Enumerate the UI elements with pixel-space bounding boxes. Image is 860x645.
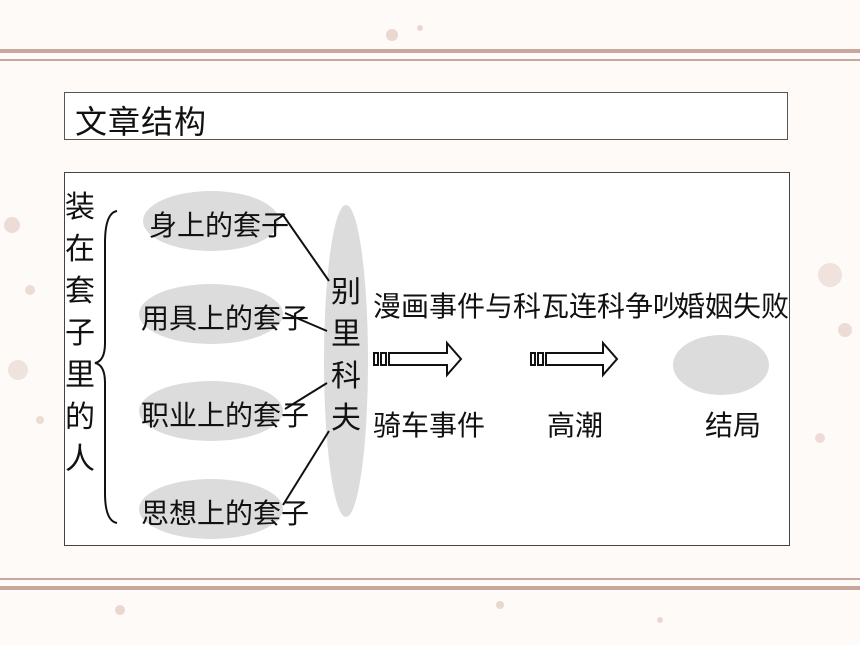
top-divider-thin xyxy=(0,59,860,61)
connector-1 xyxy=(282,214,330,282)
diagram-graphics xyxy=(94,191,769,539)
bottom-divider-thin xyxy=(0,578,860,580)
event-top-2: 与科瓦连科争吵 xyxy=(485,290,682,323)
bottom-divider xyxy=(0,586,860,590)
item-oval-1 xyxy=(143,191,279,251)
connector-2 xyxy=(284,312,328,332)
outcome-oval xyxy=(673,335,769,395)
title-box: 文章结构 xyxy=(64,92,788,141)
center-label: 别里科夫 xyxy=(331,275,361,436)
event-bottom-2: 高潮 xyxy=(547,409,604,442)
event-top-1: 漫画事件 xyxy=(373,290,486,323)
event-bottom-3: 结局 xyxy=(705,409,762,442)
page-title: 文章结构 xyxy=(75,103,208,141)
item-label-1: 身上的套子 xyxy=(149,209,290,242)
connector-3 xyxy=(284,382,328,410)
top-divider xyxy=(0,49,860,53)
center-oval xyxy=(324,205,368,517)
item-label-4: 思想上的套子 xyxy=(141,497,310,530)
item-label-3: 职业上的套子 xyxy=(141,399,310,432)
item-oval-3 xyxy=(139,381,283,441)
root-label: 装在套子里的人 xyxy=(65,190,95,477)
arrow-2 xyxy=(530,340,619,378)
connector-4 xyxy=(282,430,330,506)
item-oval-4 xyxy=(139,479,283,539)
structure-diagram: 装在套子里的人 别里科夫 身上的套子 用具上的套子 职业上的套子 思想上的套子 … xyxy=(64,172,790,546)
item-oval-2 xyxy=(139,284,283,344)
event-top-3: 婚姻失败 xyxy=(677,290,790,323)
item-label-2: 用具上的套子 xyxy=(141,302,310,335)
arrow-1 xyxy=(373,340,463,378)
event-bottom-1: 骑车事件 xyxy=(373,409,486,442)
left-brace xyxy=(94,210,118,524)
